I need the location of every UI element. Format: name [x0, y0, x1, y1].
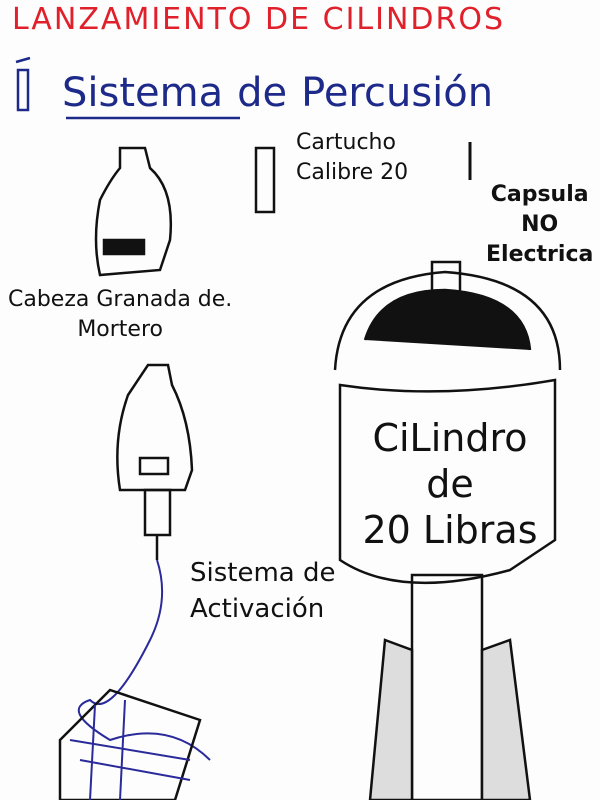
activation-label-line2: Activación [190, 594, 325, 624]
activation-label: Sistema de Activación [190, 555, 336, 627]
mortar-head-shape [94, 146, 172, 277]
cylinder-label: CiLindro de 20 Libras [355, 415, 545, 553]
cylinder-shape [333, 260, 562, 800]
subtitle: Sistema de Percusión [62, 70, 507, 116]
subtitle-part-1: Sistema [62, 70, 224, 116]
cylinder-label-line1: CiLindro [372, 416, 528, 460]
activation-device-shape [116, 363, 194, 560]
activation-box-shape [58, 688, 202, 800]
subtitle-part-2: de [237, 70, 288, 116]
cylinder-label-line2: de [426, 462, 474, 506]
capsule-label-line2: NO [521, 212, 559, 237]
mortar-label-line1: Cabeza Granada de. [8, 287, 233, 312]
diagram-title: LANZAMIENTO DE CILINDROS [12, 2, 506, 37]
capsule-label-line3: Electrica [486, 242, 594, 267]
mortar-label: Cabeza Granada de. Mortero [8, 285, 232, 345]
activation-label-line1: Sistema de [190, 558, 336, 588]
cartridge-label-line1: Cartucho [296, 130, 396, 155]
mortar-label-line2: Mortero [77, 317, 163, 342]
cartridge-label-line2: Calibre 20 [296, 160, 409, 185]
capsule-label-line1: Capsula [490, 182, 589, 207]
title-marker-icon [15, 56, 31, 112]
cartridge-label: Cartucho Calibre 20 [296, 128, 408, 188]
subtitle-part-3: Percusión [301, 70, 494, 116]
capsule-label: Capsula NO Electrica [486, 180, 593, 270]
cartridge-shape [254, 146, 276, 214]
cylinder-label-line3: 20 Libras [362, 508, 538, 552]
activation-wire [77, 559, 211, 761]
